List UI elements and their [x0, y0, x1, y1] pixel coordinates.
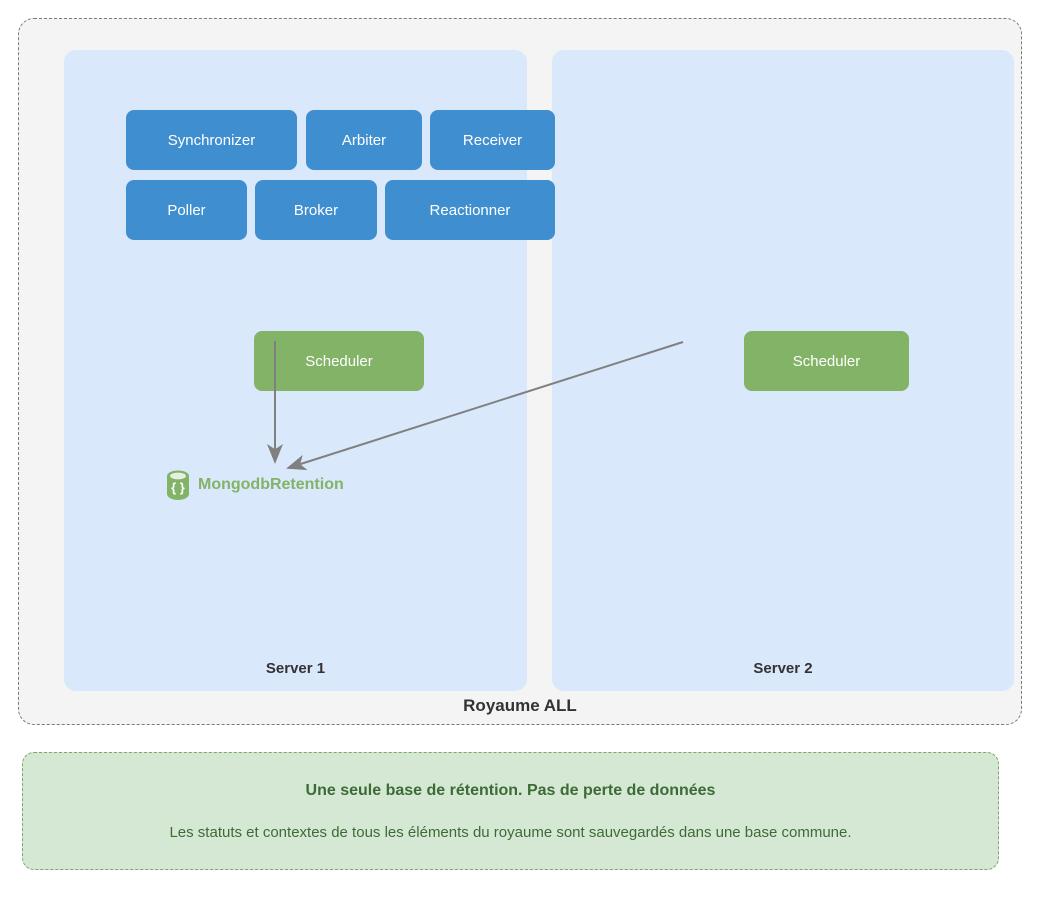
realm-label: Royaume ALL	[463, 696, 577, 715]
retention-db-node[interactable]: { } MongodbRetention	[165, 470, 344, 500]
retention-db-label: MongodbRetention	[198, 476, 344, 493]
scheduler-box-server-1[interactable]: Scheduler	[254, 331, 424, 391]
daemon-box-broker[interactable]: Broker	[255, 180, 377, 240]
daemon-box-receiver[interactable]: Receiver	[430, 110, 555, 170]
database-icon: { }	[167, 470, 189, 500]
daemon-box-synchronizer[interactable]: Synchronizer	[126, 110, 297, 170]
note-banner: Une seule base de rétention. Pas de pert…	[22, 752, 999, 870]
svg-text:{ }: { }	[171, 480, 185, 495]
note-body: Les statuts et contextes de tous les élé…	[169, 823, 852, 841]
daemon-box-reactionner[interactable]: Reactionner	[385, 180, 555, 240]
note-title: Une seule base de rétention. Pas de pert…	[305, 781, 716, 799]
server-2-label: Server 2	[753, 660, 813, 677]
scheduler-box-server-2[interactable]: Scheduler	[744, 331, 909, 391]
daemon-box-poller[interactable]: Poller	[126, 180, 247, 240]
daemon-box-arbiter[interactable]: Arbiter	[306, 110, 422, 170]
realm-frame: Server 1 Server 2 Synchronizer Arbiter R…	[18, 18, 1022, 725]
server-1-label: Server 1	[265, 660, 326, 677]
